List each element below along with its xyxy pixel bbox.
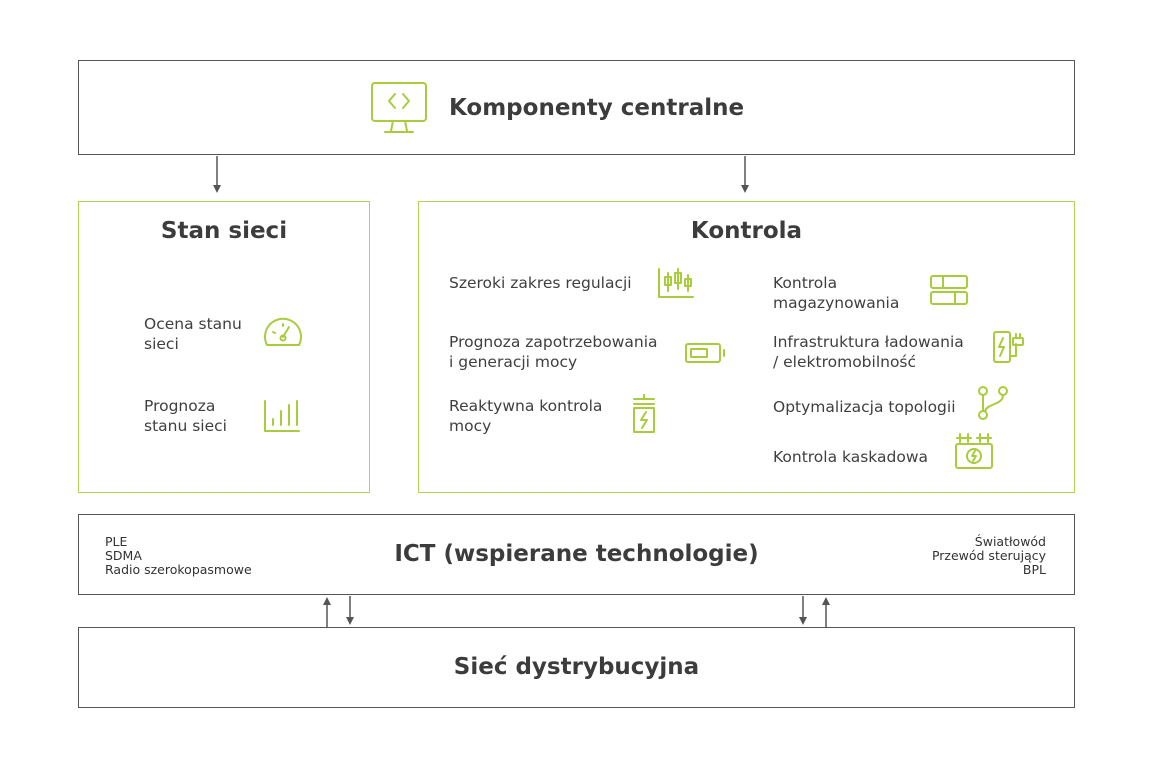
control-item-topology: Optymalizacja topologii [773, 398, 956, 416]
ev-charger-icon [993, 331, 1024, 363]
arrowhead-right-up [822, 597, 830, 605]
ict-right-list: Światłowód Przewód sterujący BPL [931, 534, 1046, 577]
gauge-icon [264, 317, 302, 346]
control-item-cascade: Kontrola kaskadowa [773, 448, 928, 466]
control-item-ev-charging: Infrastruktura ładowania / elektromobiln… [773, 333, 964, 371]
candlestick-chart-icon [658, 268, 694, 298]
central-components-box: Komponenty centralne [78, 60, 1075, 155]
ict-title: ICT (wspierane technologie) [394, 541, 759, 567]
monitor-code-icon [371, 82, 427, 133]
control-item-wide-regulation: Szeroki zakres regulacji [449, 274, 632, 292]
central-components-title: Komponenty centralne [449, 95, 745, 121]
control-title: Kontrola [690, 218, 803, 244]
distribution-network-title: Sieć dystrybucyjna [453, 654, 700, 680]
transformer-icon [633, 394, 655, 433]
arrowhead-central-to-control [741, 185, 749, 193]
storage-icon [930, 275, 968, 305]
grid-state-box: Stan sieci Ocena stanu sieci Prognoza st… [78, 201, 370, 493]
arrowhead-left-down [346, 617, 354, 625]
grid-state-item-assessment: Ocena stanu sieci [144, 315, 242, 353]
grid-state-title: Stan sieci [160, 218, 288, 244]
control-item-storage: Kontrola magazynowania [773, 274, 900, 312]
ict-left-list: PLE SDMA Radio szerokopasmowe [105, 534, 252, 577]
bar-chart-icon [264, 400, 300, 432]
topology-icon [978, 386, 1008, 420]
control-box: Kontrola Szeroki zakres regulacji Progno… [418, 201, 1075, 493]
arrowhead-right-down [799, 617, 807, 625]
arrowhead-central-to-state [213, 185, 221, 193]
arrowhead-left-up [323, 597, 331, 605]
grid-state-item-forecast: Prognoza stanu sieci [144, 397, 227, 435]
ict-box: PLE SDMA Radio szerokopasmowe ICT (wspie… [78, 514, 1075, 595]
control-item-demand-forecast: Prognoza zapotrzebowania i generacji moc… [449, 333, 658, 371]
control-item-reactive-power: Reaktywna kontrola mocy [449, 397, 603, 435]
distribution-network-box: Sieć dystrybucyjna [78, 627, 1075, 708]
cascade-transformer-icon [955, 433, 993, 469]
battery-icon [685, 343, 725, 363]
